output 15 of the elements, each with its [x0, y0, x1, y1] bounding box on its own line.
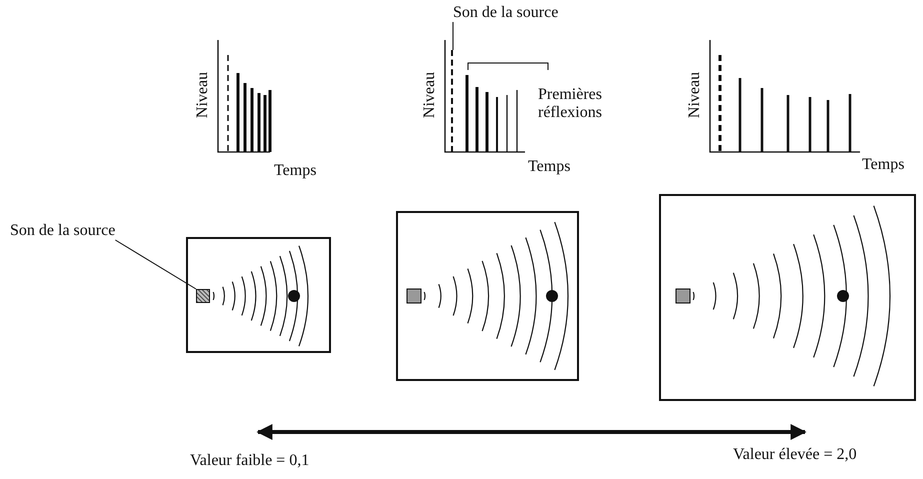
axis-label: Niveau	[194, 72, 212, 118]
axis-label: Temps	[528, 158, 570, 176]
axis-label: Niveau	[686, 72, 704, 118]
callout-text: Premières réflexions	[538, 86, 603, 122]
leader-line	[452, 22, 454, 50]
callout-text: Son de la source	[453, 4, 558, 22]
sound-source-square	[196, 289, 210, 303]
leader-line	[114, 240, 196, 290]
callout-text: Son de la source	[10, 222, 116, 240]
axis-label: Temps	[274, 162, 316, 180]
dashed-direct-sound-line	[451, 50, 453, 152]
scale-label: Valeur faible = 0,1	[190, 452, 310, 470]
scale-label: Valeur élevée = 2,0	[733, 446, 857, 464]
axis-label: Niveau	[421, 72, 440, 118]
axis-label: Temps	[862, 156, 904, 174]
